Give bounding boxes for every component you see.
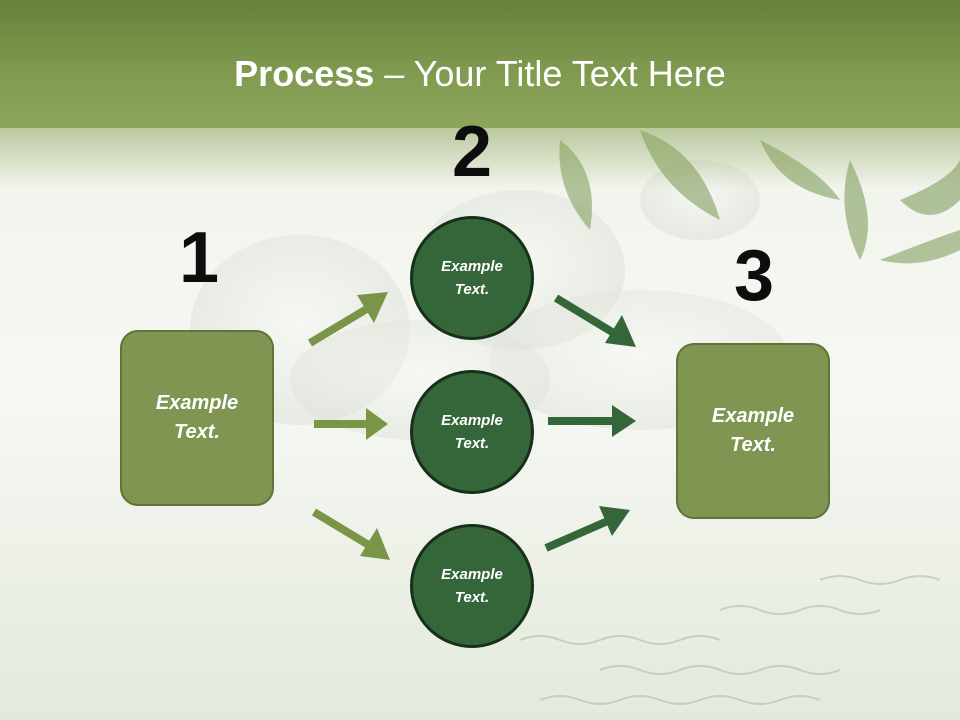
arrow-left-up bbox=[307, 292, 388, 347]
step-number-3: 3 bbox=[733, 236, 775, 316]
arrow-right-down bbox=[553, 294, 636, 347]
circle-top: Example Text. bbox=[410, 216, 534, 340]
title-bold: Process bbox=[234, 53, 375, 94]
step-3-box: Example Text. bbox=[676, 343, 830, 519]
circle-bottom-line1: Example bbox=[441, 566, 503, 583]
step-1-line2: Text. bbox=[174, 421, 220, 443]
arrow-right-middle bbox=[548, 405, 636, 437]
title-band bbox=[0, 0, 960, 188]
circle-bottom: Example Text. bbox=[410, 524, 534, 648]
title-rest: – Your Title Text Here bbox=[374, 53, 726, 94]
circle-top-line2: Text. bbox=[454, 281, 490, 298]
arrow-left-down bbox=[311, 508, 390, 560]
circle-bottom-line2: Text. bbox=[454, 589, 490, 606]
arrow-right-up bbox=[544, 506, 630, 552]
slide-title: Process – Your Title Text Here bbox=[0, 52, 960, 96]
circle-middle: Example Text. bbox=[410, 370, 534, 494]
circle-middle-line1: Example bbox=[441, 412, 503, 429]
step-number-2: 2 bbox=[451, 112, 493, 192]
arrow-left-middle bbox=[314, 408, 388, 440]
step-1-line1: Example bbox=[155, 392, 239, 414]
step-3-line2: Text. bbox=[730, 434, 776, 456]
circle-middle-line2: Text. bbox=[454, 435, 490, 452]
circle-top-line1: Example bbox=[441, 258, 503, 275]
step-number-1: 1 bbox=[178, 218, 220, 298]
step-3-line1: Example bbox=[711, 405, 795, 427]
step-1-box: Example Text. bbox=[120, 330, 274, 506]
